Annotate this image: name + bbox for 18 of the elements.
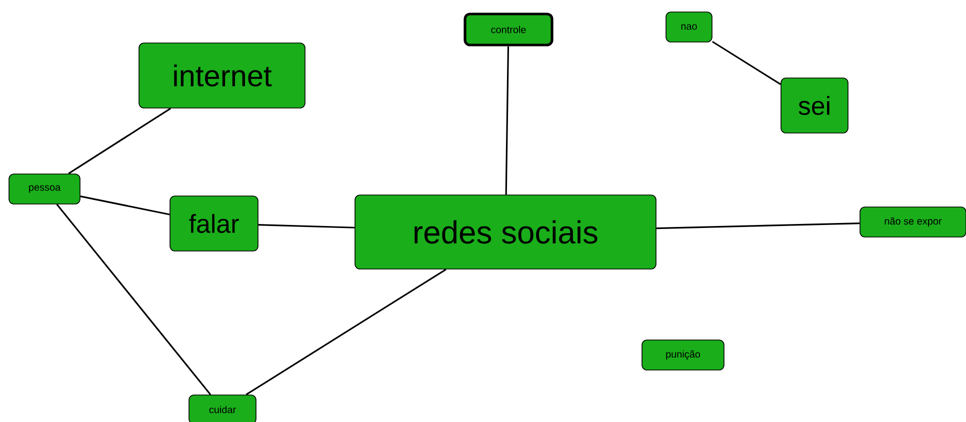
connector-line bbox=[505, 46, 510, 195]
concept-box: controle bbox=[464, 12, 554, 46]
connector-line bbox=[80, 196, 170, 216]
concept-box: pessoa bbox=[8, 174, 80, 204]
connector-line bbox=[68, 108, 171, 174]
concept-box: punição bbox=[642, 340, 724, 370]
concept-box: falar bbox=[170, 196, 258, 252]
connector-line bbox=[246, 268, 446, 396]
concept-box: internet bbox=[138, 42, 306, 108]
concept-box: nao bbox=[666, 12, 712, 42]
concept-box: sei bbox=[780, 78, 848, 134]
connector-line bbox=[258, 224, 355, 228]
connector-line bbox=[56, 204, 212, 396]
concept-box: cuidar bbox=[188, 394, 256, 422]
concept-box: não se expor bbox=[860, 206, 966, 238]
connector-line bbox=[656, 222, 860, 230]
connector-line bbox=[712, 40, 782, 85]
concept-box: redes sociais bbox=[354, 194, 656, 270]
